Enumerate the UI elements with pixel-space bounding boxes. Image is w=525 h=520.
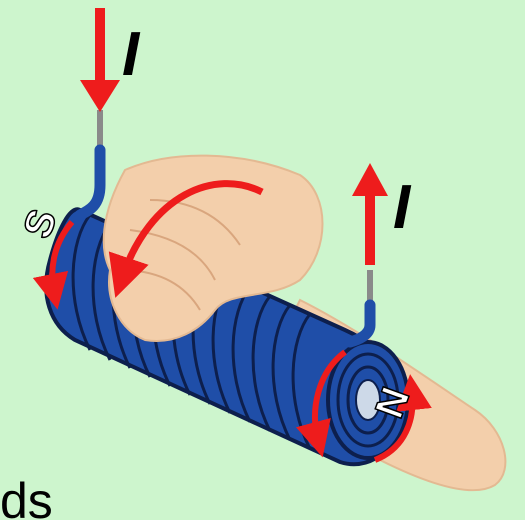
partial-caption-text: ds [0, 473, 53, 520]
current-label-left: I [122, 20, 141, 89]
current-label-right: I [393, 173, 412, 242]
